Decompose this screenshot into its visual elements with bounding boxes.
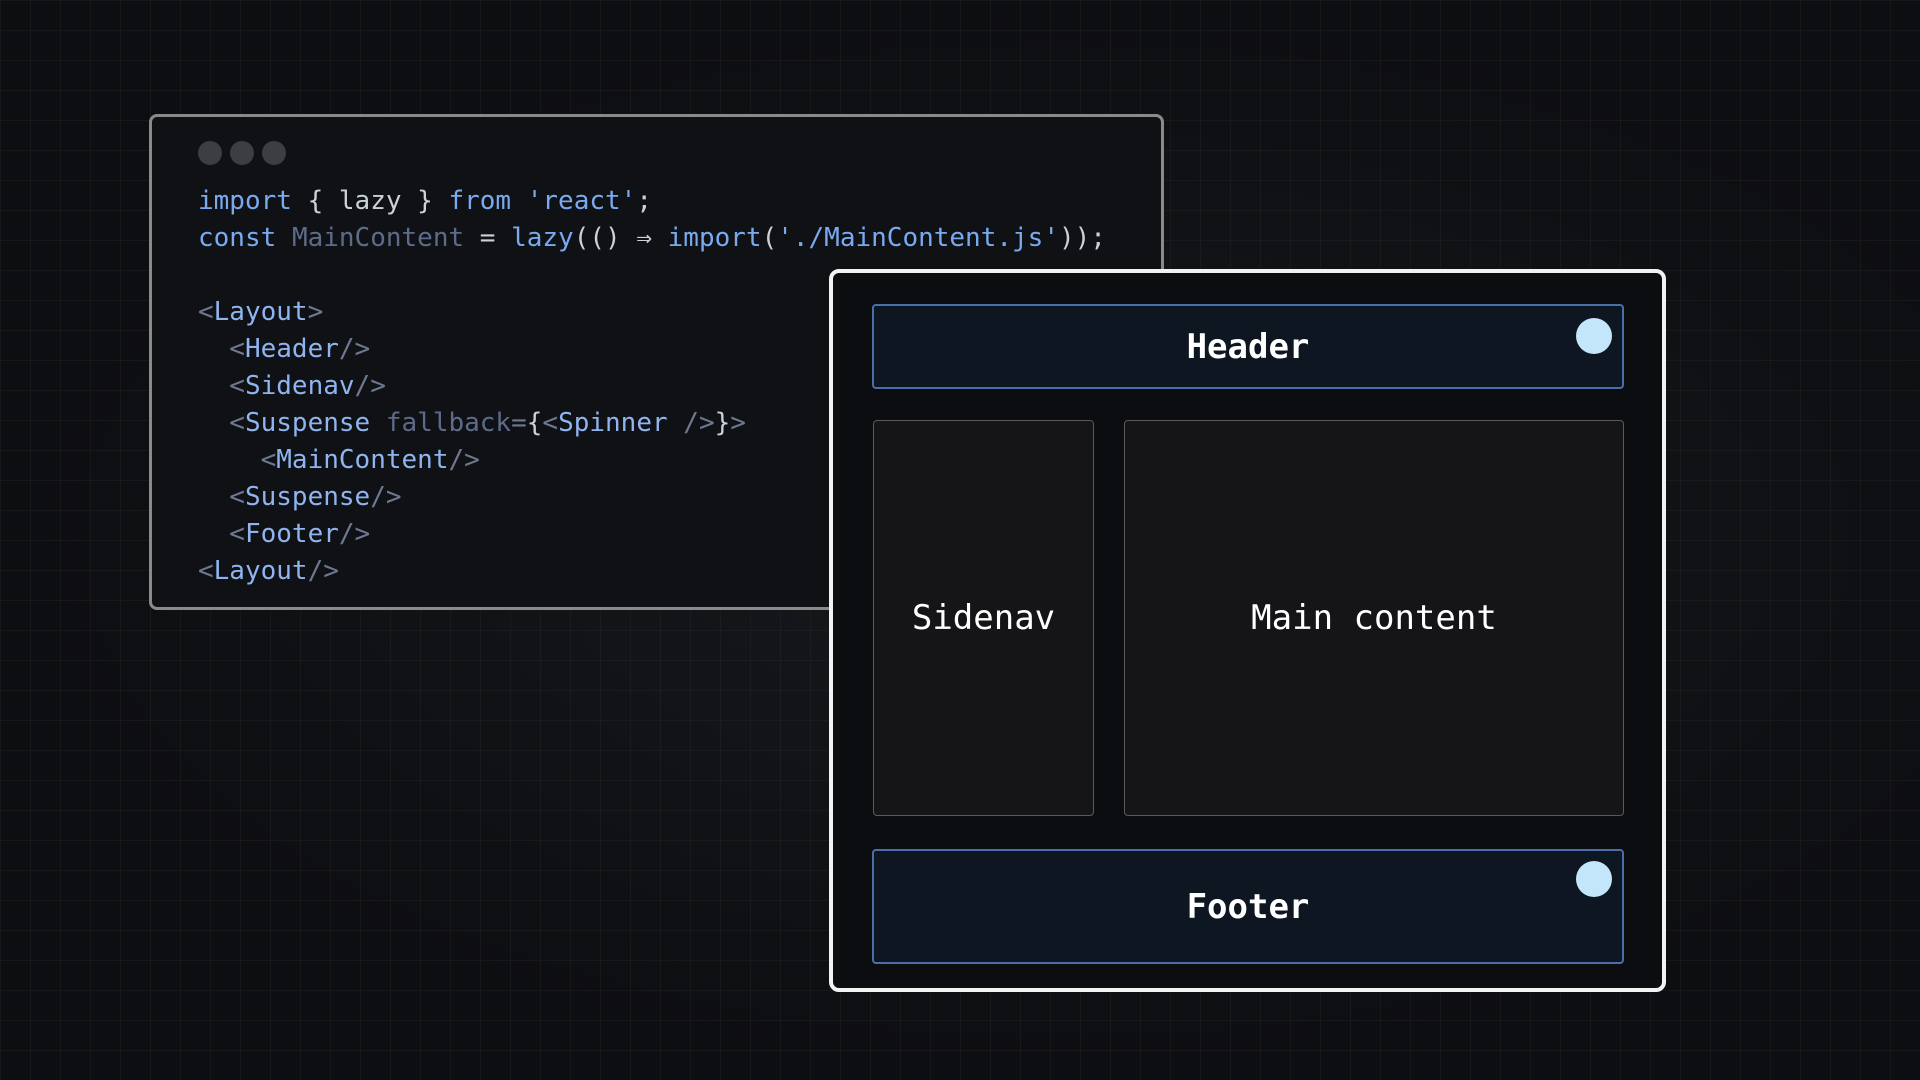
footer-label: Footer — [1186, 886, 1310, 927]
code-token: < — [198, 482, 245, 512]
code-line: <Suspense/> — [198, 479, 1106, 516]
code-token: Spinner — [558, 408, 668, 438]
code-token: Layout — [213, 556, 308, 586]
code-token: < — [542, 408, 559, 438]
code-token: from — [448, 186, 512, 216]
window-dot-icon — [198, 141, 222, 165]
code-token: > — [307, 297, 324, 327]
code-token: MainContent — [276, 445, 449, 475]
layout-preview: Header Sidenav Main content Footer — [829, 269, 1666, 992]
code-token: { — [526, 408, 543, 438]
footer-region: Footer — [872, 849, 1624, 964]
code-token — [370, 408, 386, 438]
main-content-label: Main content — [1251, 598, 1497, 638]
window-controls — [198, 141, 286, 165]
code-line: <Suspense fallback={<Spinner />}> — [198, 405, 1106, 442]
code-token: /> — [307, 556, 339, 586]
code-token: } — [714, 408, 731, 438]
code-token: < — [198, 556, 214, 586]
code-token: /> — [338, 334, 371, 364]
code-token: './MainContent.js' — [777, 223, 1059, 253]
loading-indicator-icon — [1576, 318, 1612, 354]
code-token: /> — [354, 371, 386, 401]
code-token: < — [198, 408, 245, 438]
code-token: Suspense — [244, 408, 371, 438]
code-line: <Header/> — [198, 331, 1106, 368]
code-line: import { lazy } from 'react'; — [198, 183, 1106, 220]
main-content-region: Main content — [1124, 420, 1624, 816]
code-block: import { lazy } from 'react';const MainC… — [198, 183, 1106, 590]
code-token: Header — [244, 334, 339, 364]
header-region: Header — [872, 304, 1624, 389]
code-token: /> — [338, 519, 371, 549]
code-token: < — [198, 519, 245, 549]
code-token: Suspense — [244, 482, 371, 512]
code-line: <Sidenav/> — [198, 368, 1106, 405]
sidenav-region: Sidenav — [873, 420, 1094, 816]
code-token: lazy — [511, 223, 574, 253]
code-token — [511, 186, 527, 216]
code-token: import — [198, 186, 292, 216]
code-token: < — [198, 371, 245, 401]
code-line: const MainContent = lazy(() ⇒ import('./… — [198, 220, 1106, 257]
code-line: <Layout> — [198, 294, 1106, 331]
code-token: /> — [667, 408, 715, 438]
code-token: Sidenav — [244, 371, 355, 401]
code-token: )); — [1058, 223, 1106, 253]
code-token: MainContent — [291, 223, 465, 253]
code-token: { lazy } — [291, 186, 449, 216]
code-token: ; — [636, 186, 652, 216]
code-line: <Footer/> — [198, 516, 1106, 553]
header-label: Header — [1186, 326, 1310, 367]
code-token: < — [198, 334, 245, 364]
code-line: <Layout/> — [198, 553, 1106, 590]
sidenav-label: Sidenav — [911, 598, 1056, 638]
code-token: = — [464, 223, 512, 253]
code-line: <MainContent/> — [198, 442, 1106, 479]
code-token: const — [198, 223, 277, 253]
code-token: import — [667, 223, 762, 253]
code-token: < — [198, 297, 214, 327]
code-token: ( — [761, 223, 778, 253]
code-token: < — [198, 445, 277, 475]
code-token — [276, 223, 292, 253]
code-token: /> — [370, 482, 402, 512]
code-token: (() ⇒ — [573, 223, 668, 253]
code-token: > — [730, 408, 746, 438]
code-token: Footer — [244, 519, 339, 549]
code-token: 'react' — [526, 186, 637, 216]
code-token: = — [511, 408, 527, 438]
code-token: fallback — [385, 408, 512, 438]
code-token: Layout — [213, 297, 308, 327]
loading-indicator-icon — [1576, 861, 1612, 897]
window-dot-icon — [230, 141, 254, 165]
window-dot-icon — [262, 141, 286, 165]
code-token: /> — [448, 445, 480, 475]
